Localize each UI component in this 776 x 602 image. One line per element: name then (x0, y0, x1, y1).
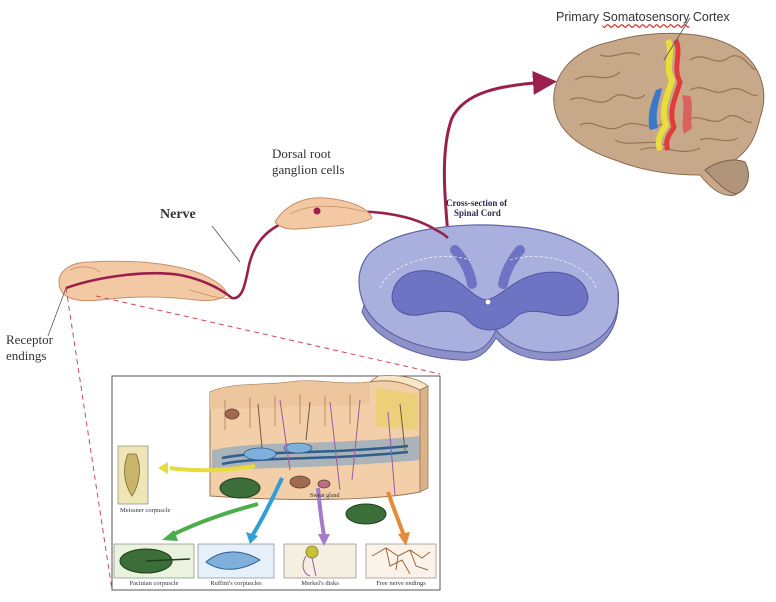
receptor-line1: Receptor (6, 332, 53, 348)
caption-free-nerve: Free nerve endings (366, 580, 436, 587)
caption-sweat-gland: Sweat gland (310, 493, 340, 499)
cross-section-label: Cross-section of Spinal Cord (446, 198, 507, 218)
cross-section-line2: Spinal Cord (446, 208, 507, 218)
cross-section-line1: Cross-section of (446, 198, 507, 208)
caption-pacinian: Pacinian corpuscle (114, 580, 194, 587)
receptor-label: Receptor endings (6, 332, 53, 364)
receptor-line2: endings (6, 348, 53, 364)
caption-ruffini: Ruffini's corpuscles (198, 580, 274, 587)
caption-merkel: Merkel's disks (284, 580, 356, 587)
caption-meissner: Meissner corpuscle (120, 507, 180, 514)
